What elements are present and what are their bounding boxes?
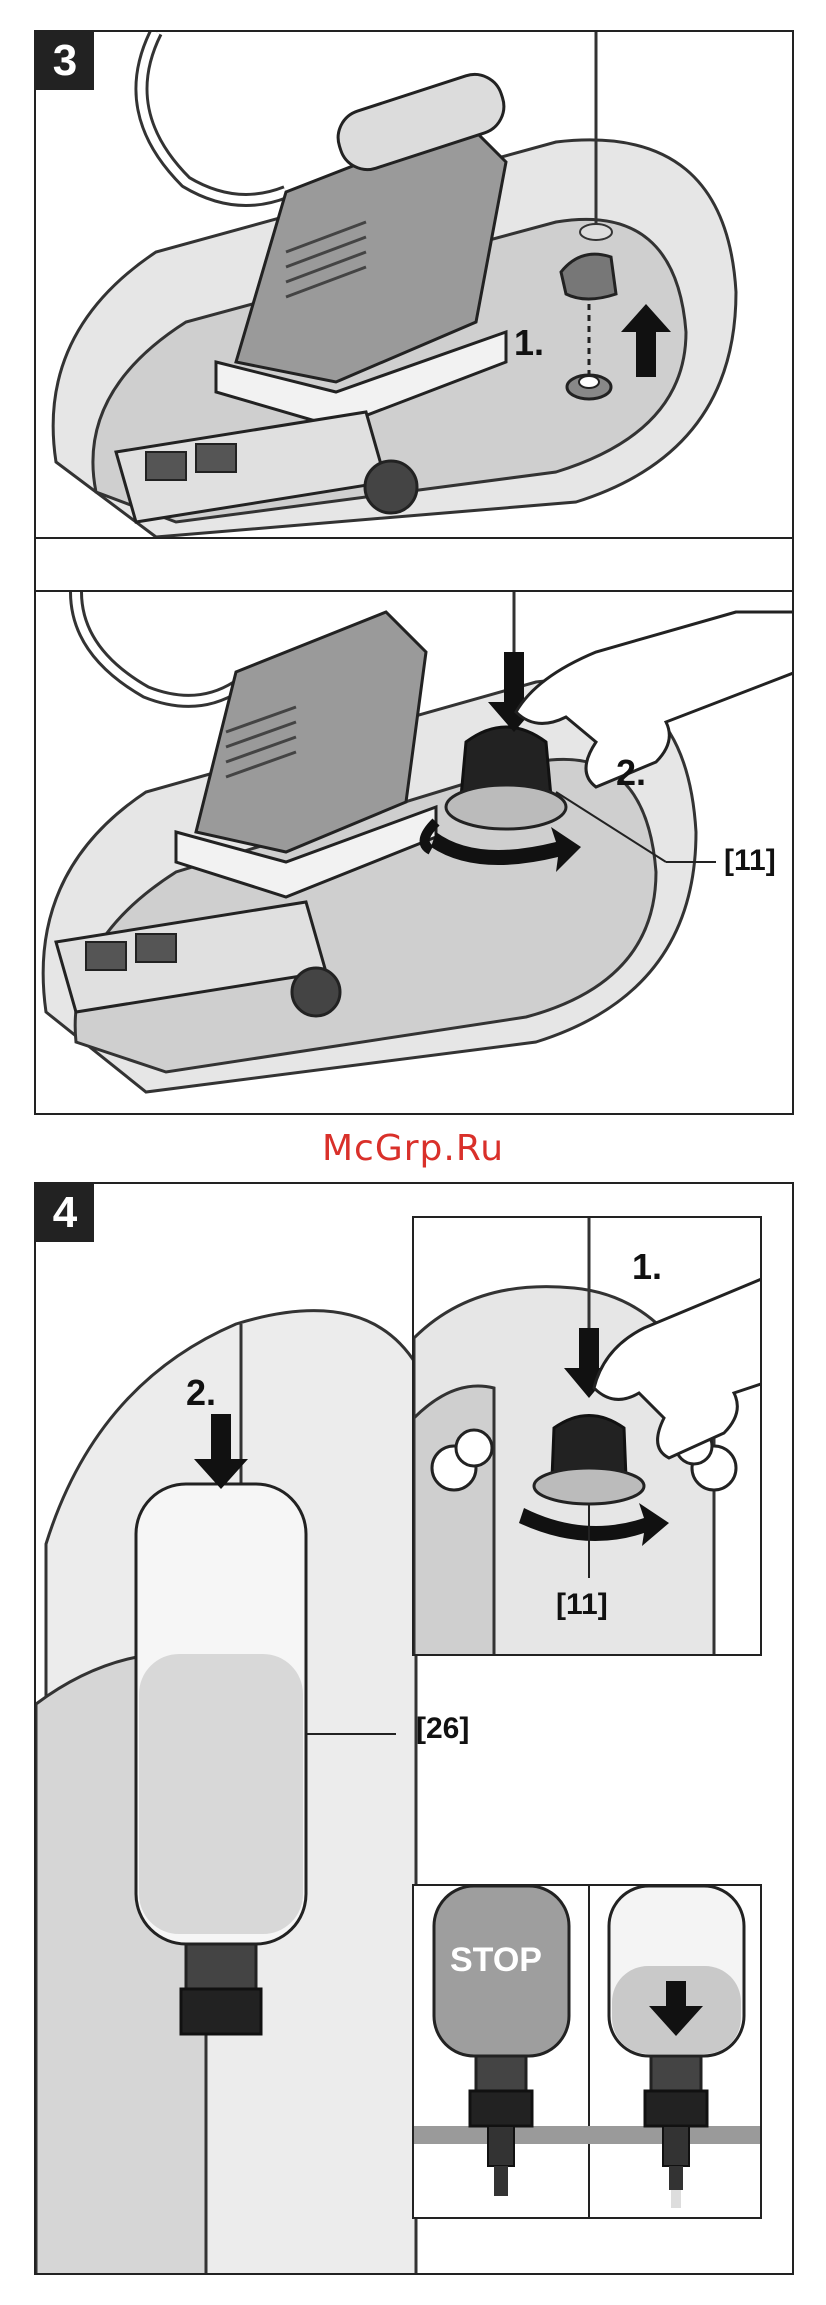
step-4-bottle-label: [26]	[416, 1712, 469, 1746]
step-4-status-illustration	[414, 1886, 762, 2219]
step-4-detail-callout: 1.	[632, 1246, 662, 1288]
step-4-detail-label: [11]	[556, 1588, 608, 1622]
step-3-top-illustration	[36, 32, 794, 537]
step-3-bottom-illustration	[36, 592, 794, 1115]
step-4-main-callout: 2.	[186, 1372, 216, 1414]
step-4-status-inset: STOP	[412, 1884, 762, 2219]
step-3-top-callout: 1.	[514, 322, 544, 364]
step-3-panel: 3 1.	[34, 30, 794, 1115]
step-3-bottom-callout: 2.	[616, 752, 646, 794]
step-4-detail-inset: 1. [11]	[412, 1216, 762, 1656]
step-3-divider	[36, 537, 794, 539]
step-4-panel: 4 2. [26]	[34, 1182, 794, 2275]
stop-label: STOP	[450, 1941, 542, 1980]
watermark: McGrp.Ru	[0, 1128, 826, 1169]
step-3-part-label: [11]	[724, 844, 776, 878]
